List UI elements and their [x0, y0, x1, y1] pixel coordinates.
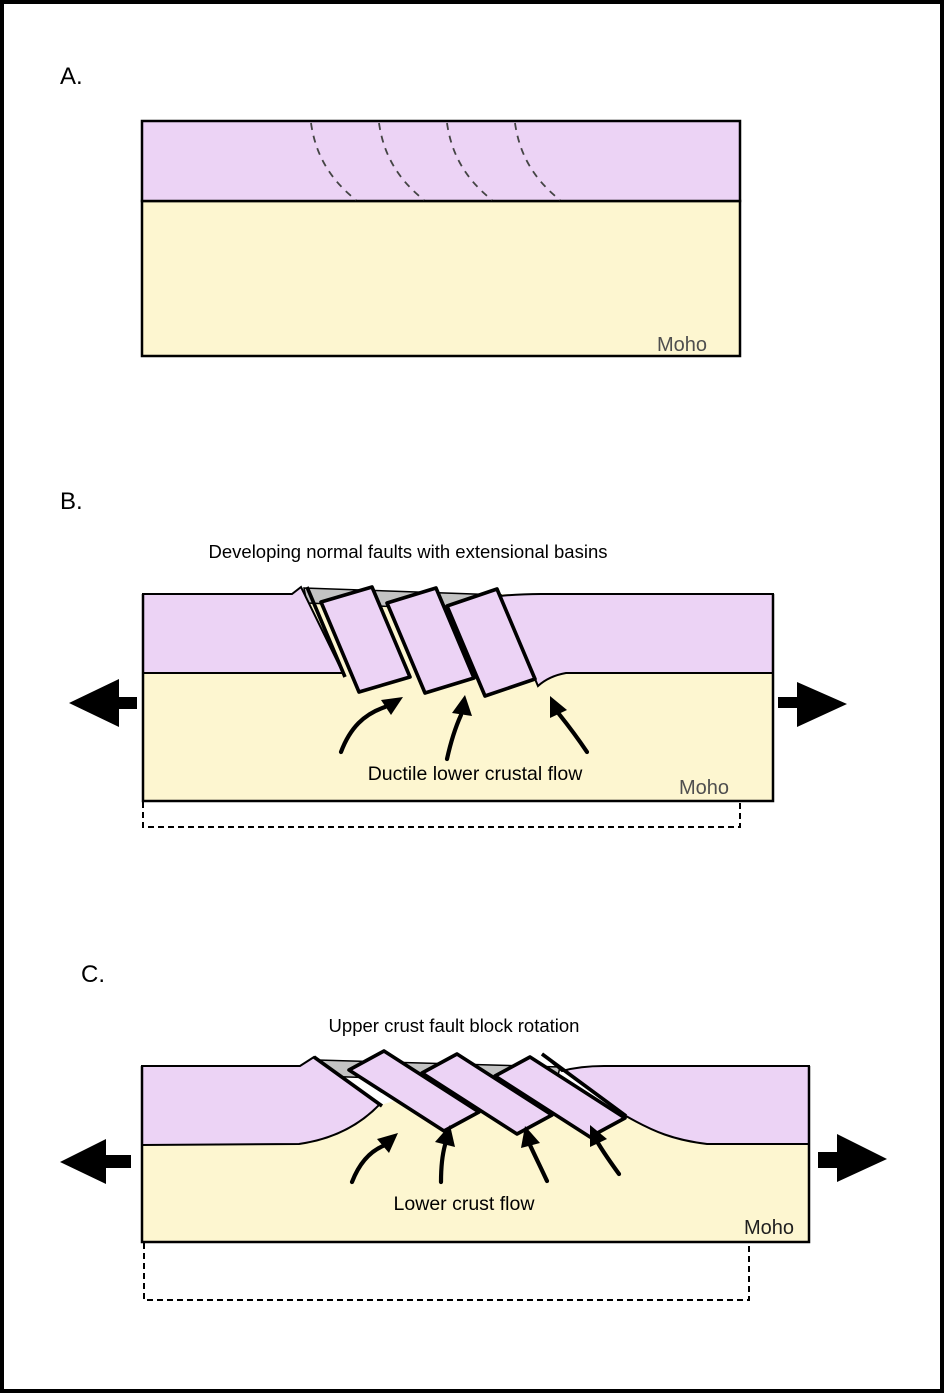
flow-arrowhead-icon — [452, 695, 472, 716]
flow-label-b: Ductile lower crustal flow — [368, 763, 583, 785]
flow-arrowhead-icon — [377, 1133, 398, 1153]
extension-arrow-left-icon — [69, 679, 137, 727]
crust-body-outline-b — [141, 594, 775, 803]
incipient-fault-dashed — [514, 122, 561, 201]
flow-arrowhead-icon — [435, 1125, 455, 1147]
incipient-fault-lines — [310, 122, 561, 201]
extension-arrow-right-icon — [818, 1134, 887, 1182]
flow-arrowhead-icon — [521, 1126, 540, 1148]
panel-b-label: B. — [60, 488, 83, 515]
incipient-fault-dashed — [310, 122, 357, 201]
flow-arrowhead-icon — [381, 697, 403, 715]
flow-arrow-icon — [438, 1142, 448, 1185]
crust-body-outline-c — [140, 1066, 811, 1244]
incipient-fault-dashed — [446, 122, 493, 201]
flow-arrow-icon — [556, 711, 590, 755]
lower-crust-c — [142, 1091, 809, 1242]
flow-arrow-icon — [338, 704, 388, 755]
panel-c: C. Upper crust fault block rotation — [60, 961, 887, 1301]
extension-arrow-right-icon — [778, 682, 847, 727]
fault-block — [347, 1049, 481, 1133]
moho-label-b: Moho — [679, 777, 729, 799]
upper-crust-b-right — [498, 593, 774, 688]
fault-block — [385, 586, 476, 695]
fault-block — [420, 1052, 554, 1136]
flow-arrow-icon — [444, 712, 464, 762]
incipient-fault-dashed — [378, 122, 425, 201]
fault-line — [312, 1055, 384, 1108]
flow-arrow-icon — [349, 1143, 386, 1185]
fault-blocks-c — [312, 1049, 628, 1139]
panel-a: A. Moho — [60, 63, 742, 358]
flow-arrow-icon — [595, 1140, 622, 1177]
fault-line — [540, 1052, 628, 1118]
flow-arrowhead-icon — [550, 696, 567, 718]
upper-crust-c-right — [541, 1053, 810, 1145]
fault-line — [305, 586, 347, 678]
flow-arrowhead-icon — [590, 1125, 607, 1147]
panel-c-title: Upper crust fault block rotation — [329, 1015, 580, 1036]
lower-crust-a — [140, 199, 742, 358]
moho-label-a: Moho — [657, 334, 707, 356]
flow-arrow-icon — [527, 1142, 550, 1184]
panel-b-title: Developing normal faults with extensiona… — [209, 541, 608, 562]
moho-label-c: Moho — [744, 1217, 794, 1239]
fault-block — [445, 587, 537, 698]
panel-a-label: A. — [60, 63, 83, 90]
pre-extension-outline-b — [142, 802, 741, 828]
flow-arrowheads-b — [381, 695, 567, 718]
fault-blocks-b — [305, 585, 537, 698]
panel-c-label: C. — [81, 961, 105, 988]
flow-arrowheads-c — [377, 1125, 607, 1153]
panel-b: B. Developing normal faults with extensi… — [60, 488, 847, 828]
upper-crust-a — [140, 119, 742, 203]
flow-arrows-b — [338, 704, 590, 762]
fault-block — [319, 585, 412, 694]
flow-arrows-c — [349, 1140, 622, 1185]
pre-extension-outline-c — [143, 1243, 750, 1301]
extension-arrow-left-icon — [60, 1139, 131, 1184]
flow-label-c: Lower crust flow — [394, 1193, 536, 1215]
crustal-extension-diagram: A. Moho B. Developing normal faults with… — [60, 63, 887, 1301]
